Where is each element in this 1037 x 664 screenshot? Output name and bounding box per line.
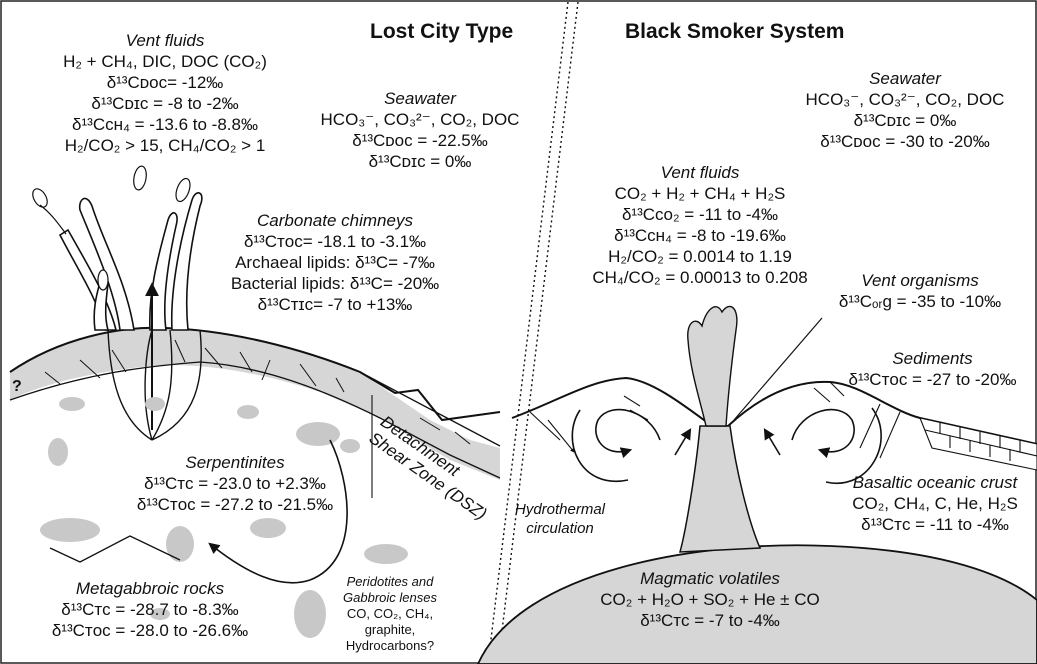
hydrothermal-circulation-label: Hydrothermal circulation [514,501,606,537]
magmatic-volatiles-line: δ¹³Cᴛᴄ = -7 to -4‰ [640,611,780,630]
lc-seafloor [9,326,501,422]
vent-organisms-title: Vent organisms [861,271,979,290]
bs-seawater-line: HCO₃⁻, CO₃²⁻, CO₂, DOC [805,90,1005,109]
bs-vent-fluids-title: Vent fluids [660,163,740,182]
carbonate-chimneys-line: δ¹³Cᴛɪᴄ= -7 to +13‰ [257,295,413,314]
serpentinites-line: δ¹³Cᴛᴏᴄ = -27.2 to -21.5‰ [136,495,334,514]
lc-vent-fluids-label: Vent fluids H₂ + CH₄, DIC, DOC (CO₂) δ¹³… [30,30,300,156]
carbonate-chimneys-line: δ¹³Cᴛᴏᴄ= -18.1 to -3.1‰ [243,232,427,251]
bs-vent-fluids-line: CH₄/CO₂ = 0.00013 to 0.208 [592,268,808,287]
carbonate-chimneys [58,192,203,331]
serpentinites-label: Serpentinites δ¹³Cᴛᴄ = -23.0 to +2.3‰ δ¹… [100,452,370,515]
carbonate-chimneys-label: Carbonate chimneys δ¹³Cᴛᴏᴄ= -18.1 to -3.… [200,210,470,315]
vent-organisms-label: Vent organisms δ¹³Cₒᵣg = -35 to -10‰ [810,270,1030,312]
carbonate-chimneys-line: Bacterial lipids: δ¹³C= -20‰ [230,274,440,293]
lc-cap-fractures [44,339,471,445]
basaltic-crust-label: Basaltic oceanic crust CO₂, CH₄, C, He, … [835,472,1035,535]
metagabbroic-line: δ¹³Cᴛᴏᴄ = -28.0 to -26.6‰ [51,621,249,640]
chimney-tips [32,165,191,291]
bs-conduit [679,425,762,553]
dsz-line-1 [359,371,501,447]
bs-vent-fluids-line: δ¹³Cᴄᴏ₂ = -11 to -4‰ [621,205,779,224]
lc-vent-fluids-line: H₂ + CH₄, DIC, DOC (CO₂) [63,52,267,71]
bs-seawater-label: Seawater HCO₃⁻, CO₃²⁻, CO₂, DOC δ¹³Cᴅɪᴄ … [780,68,1030,152]
peridotites-line: Gabbroic lenses [343,590,437,605]
lc-cap-base [9,361,501,479]
peridotites-label: Peridotites and Gabbroic lenses CO, CO₂,… [330,574,450,654]
magmatic-volatiles-title: Magmatic volatiles [640,569,780,588]
bs-seawater-line: δ¹³Cᴅᴏᴄ = -30 to -20‰ [820,132,990,151]
bs-seawater-title: Seawater [869,69,941,88]
rock-blobs-left [40,397,408,638]
metagabbroic-line: δ¹³Cᴛᴄ = -28.7 to -8.3‰ [61,600,239,619]
magmatic-volatiles-line: CO₂ + H₂O + SO₂ + He ± CO [600,590,820,609]
metagabbroic-title: Metagabbroic rocks [75,579,225,598]
lc-seawater-line: HCO₃⁻, CO₃²⁻, CO₂, DOC [320,110,520,129]
lc-vent-fluids-line: H₂/CO₂ > 15, CH₄/CO₂ > 1 [64,136,266,155]
bs-vent-fluids-label: Vent fluids CO₂ + H₂ + CH₄ + H₂S δ¹³Cᴄᴏ₂… [570,162,830,288]
lc-vent-fluids-title: Vent fluids [125,31,205,50]
header-black-smoker: Black Smoker System [625,20,845,43]
peridotites-line: CO, CO₂, CH₄, [346,606,434,621]
lc-vent-fluids-line: δ¹³Cᴅᴏᴄ= -12‰ [106,73,224,92]
lc-vent-fluids-line: δ¹³Cᴄʜ₄ = -13.6 to -8.8‰ [72,115,258,134]
bs-faults [529,381,901,459]
lc-cap-layer [10,327,500,480]
basaltic-crust-title: Basaltic oceanic crust [852,473,1018,492]
basaltic-crust-line: δ¹³Cᴛᴄ = -11 to -4‰ [861,515,1009,534]
vent-organisms-line: δ¹³Cₒᵣg = -35 to -10‰ [838,292,1002,311]
serpentinites-line: δ¹³Cᴛᴄ = -23.0 to +2.3‰ [144,474,326,493]
lc-seawater-title: Seawater [384,89,456,108]
magmatic-volatiles-label: Magmatic volatiles CO₂ + H₂O + SO₂ + He … [560,568,860,631]
question-mark: ? [12,378,22,395]
divider-dotted [487,1,579,664]
carbonate-chimneys-line: Archaeal lipids: δ¹³C= -7‰ [235,253,435,272]
bs-vent-fluids-line: H₂/CO₂ = 0.0014 to 1.19 [608,247,792,266]
bs-vent-fluids-line: δ¹³Cᴄʜ₄ = -8 to -19.6‰ [614,226,786,245]
sediment-bricks [919,417,1037,471]
lc-circulation-loop [208,439,348,584]
sediments-label: Sediments δ¹³Cᴛᴏᴄ = -27 to -20‰ [830,348,1035,390]
lc-seawater-label: Seawater HCO₃⁻, CO₃²⁻, CO₂, DOC δ¹³Cᴅᴏᴄ … [300,88,540,172]
basaltic-crust-line: CO₂, CH₄, C, He, H₂S [852,494,1018,513]
peridotites-line: Peridotites and [346,574,434,589]
bs-seawater-line: δ¹³Cᴅɪᴄ = 0‰ [853,111,957,130]
black-smoker-chimney [687,305,738,427]
bs-vent-fluids-line: CO₂ + H₂ + CH₄ + H₂S [614,184,786,203]
serpentinites-title: Serpentinites [185,453,285,472]
sediments-line: δ¹³Cᴛᴏᴄ = -27 to -20‰ [848,370,1017,389]
header-lost-city: Lost City Type [370,20,514,43]
lc-vent-fluids-line: δ¹³Cᴅɪᴄ = -8 to -2‰ [91,94,239,113]
peridotites-line: graphite, [364,622,416,637]
metagabbroic-label: Metagabbroic rocks δ¹³Cᴛᴄ = -28.7 to -8.… [20,578,280,641]
lc-lower-contact [49,535,181,563]
peridotites-line: Hydrocarbons? [345,638,435,653]
sediments-title: Sediments [892,349,973,368]
lc-seawater-line: δ¹³Cᴅɪᴄ = 0‰ [368,152,472,171]
vent-organisms-pointer [733,317,823,421]
hydrothermal-cells [571,407,882,485]
magma-chamber [477,544,1037,664]
carbonate-chimneys-title: Carbonate chimneys [257,211,413,230]
lc-seawater-line: δ¹³Cᴅᴏᴄ = -22.5‰ [352,131,488,150]
